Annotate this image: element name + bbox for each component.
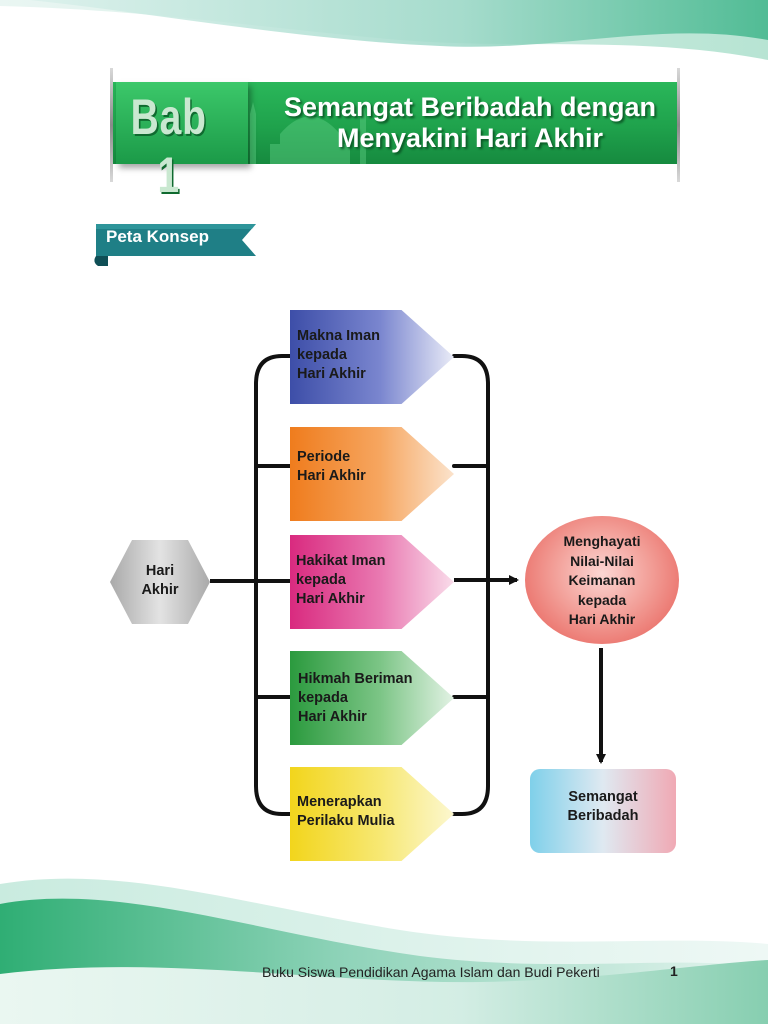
chapter-number-tab <box>116 82 248 164</box>
footer-book-title: Buku Siswa Pendidikan Agama Islam dan Bu… <box>262 964 600 980</box>
topic-1-line-3: Hari Akhir <box>297 366 366 382</box>
topic-2-line-2: Hari Akhir <box>297 468 366 484</box>
result-line-1: Semangat <box>568 789 638 805</box>
topic-1-line-2: kepada <box>297 347 347 363</box>
page-number: 1 <box>670 963 678 979</box>
topic-4-line-3: Hari Akhir <box>298 709 367 725</box>
chapter-title-line2: Menyakini Hari Akhir <box>336 123 604 153</box>
topic-5-line-2: Perilaku Mulia <box>297 813 395 829</box>
topic-5-line-1: Menerapkan <box>297 794 382 810</box>
banner-right-cap <box>677 68 680 182</box>
source-label: Hari Akhir <box>110 562 210 600</box>
outcome-line-4: kepada <box>577 591 627 608</box>
outcome-line-1: Menghayati <box>563 533 641 549</box>
outcome-line-3: Keimanan <box>568 572 636 588</box>
topic-label-hikmah-beriman: Hikmah Beriman kepada Hari Akhir <box>298 670 448 727</box>
chapter-banner: Bab 1 Semangat Beribadah dengan Menyakin… <box>110 68 680 203</box>
result-box <box>530 769 676 853</box>
mosque-icon <box>250 102 366 164</box>
banner-left-cap <box>110 68 113 182</box>
topic-3-line-2: kepada <box>296 572 346 588</box>
footer-wave-decoration <box>0 864 768 1024</box>
result-label: Semangat Beribadah <box>530 788 676 826</box>
header-wave-decoration <box>0 0 768 110</box>
topic-3-line-3: Hari Akhir <box>296 591 365 607</box>
source-hexagon <box>110 540 210 624</box>
chapter-title-line1: Semangat Beribadah dengan <box>283 92 657 122</box>
source-label-line2: Akhir <box>141 582 179 598</box>
topic-4-line-1: Hikmah Beriman <box>298 671 413 687</box>
result-line-2: Beribadah <box>567 808 639 824</box>
outcome-label: Menghayati Nilai-Nilai Keimanan kepada H… <box>525 532 679 630</box>
source-label-line1: Hari <box>145 563 175 579</box>
outcome-oval <box>525 516 679 644</box>
outcome-line-5: Hari Akhir <box>568 611 636 627</box>
topic-label-menerapkan: Menerapkan Perilaku Mulia <box>297 793 447 831</box>
topic-2-line-1: Periode <box>297 449 351 465</box>
section-label: Peta Konsep <box>106 227 209 246</box>
section-ribbon: Peta Konsep <box>92 222 264 268</box>
topic-label-hakikat-iman: Hakikat Iman kepada Hari Akhir <box>296 552 446 609</box>
chapter-number-label: Bab 1 <box>130 89 207 203</box>
outcome-line-2: Nilai-Nilai <box>570 552 634 569</box>
topic-1-line-1: Makna Iman <box>297 328 380 344</box>
topic-3-line-1: Hakikat Iman <box>296 553 386 569</box>
ribbon-shape <box>94 224 256 266</box>
topic-label-makna-iman: Makna Iman kepada Hari Akhir <box>297 327 447 384</box>
topic-label-periode: Periode Hari Akhir <box>297 448 447 486</box>
topic-4-line-2: kepada <box>298 690 348 706</box>
